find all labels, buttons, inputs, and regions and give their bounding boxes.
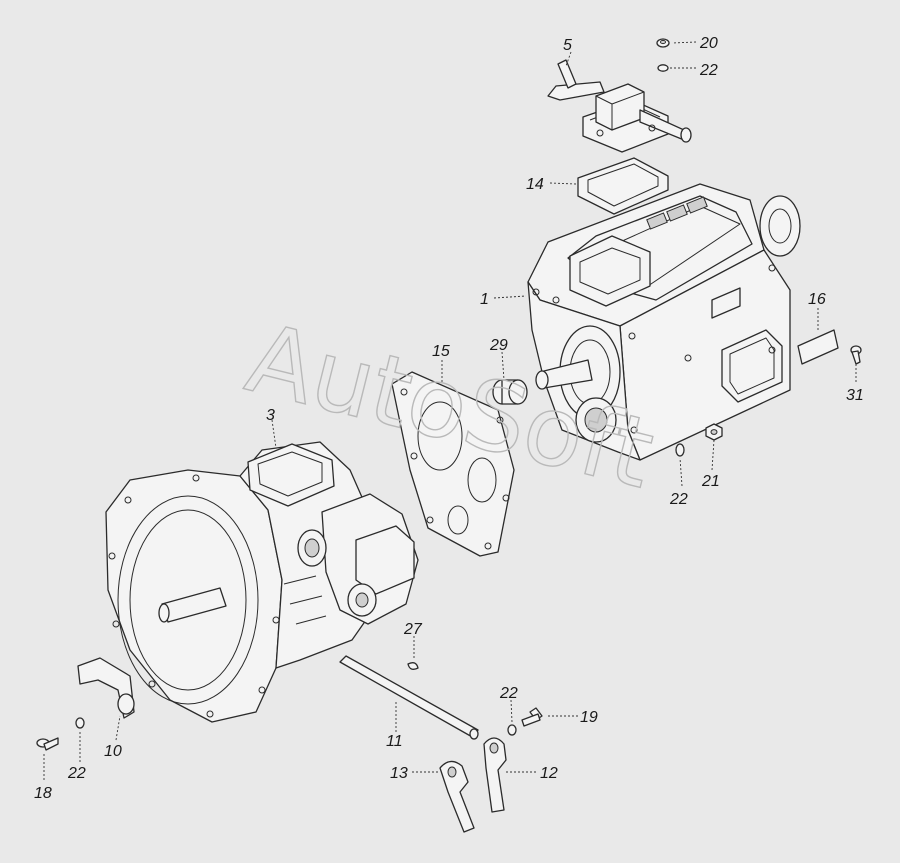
part-washer-22-left — [75, 717, 85, 729]
callout-10: 10 — [104, 743, 122, 760]
callout-22-left: 22 — [67, 765, 86, 782]
callout-16: 16 — [808, 291, 826, 308]
callout-18: 18 — [34, 785, 52, 802]
part-washer-22-top — [657, 64, 669, 72]
part-bearing-29 — [492, 379, 528, 405]
callout-22-mid: 22 — [669, 491, 688, 508]
part-gasket-14 — [577, 157, 669, 215]
callout-3: 3 — [266, 407, 275, 424]
callout-11: 11 — [386, 733, 403, 750]
part-shaft-11 — [339, 655, 479, 740]
callout-12: 12 — [540, 765, 558, 782]
callout-14: 14 — [526, 176, 544, 193]
leader-lines — [43, 41, 857, 780]
callout-31: 31 — [846, 387, 864, 404]
part-gearbox-housing — [527, 183, 801, 461]
callout-13: 13 — [390, 765, 408, 782]
callout-29: 29 — [489, 337, 508, 354]
part-gasket-15 — [391, 371, 515, 557]
part-bolt-18 — [36, 737, 59, 751]
part-screw-31 — [850, 345, 862, 365]
callout-5: 5 — [563, 37, 572, 54]
part-nut-20 — [656, 38, 670, 48]
part-washer-22-right — [507, 724, 517, 736]
callout-labels: 20 5 22 14 1 16 15 29 31 3 21 22 27 22 1… — [34, 35, 864, 802]
callout-15: 15 — [432, 343, 450, 360]
callout-20: 20 — [699, 35, 718, 52]
callout-22-right: 22 — [499, 685, 518, 702]
part-lever-12 — [483, 737, 507, 813]
part-shift-mechanism — [547, 59, 692, 153]
part-washer-22-mid — [675, 443, 685, 457]
callout-21: 21 — [701, 473, 720, 490]
part-fork-10 — [77, 657, 135, 719]
callout-27: 27 — [403, 621, 423, 638]
callout-22-top: 22 — [699, 62, 718, 79]
part-key-27 — [407, 662, 419, 670]
part-lever-13 — [439, 760, 475, 833]
callout-19: 19 — [580, 709, 598, 726]
part-plate-16 — [797, 329, 839, 365]
callout-1: 1 — [480, 291, 489, 308]
part-nut-21 — [705, 423, 723, 441]
part-clutch-housing — [105, 441, 419, 723]
part-bolt-19 — [521, 707, 543, 727]
